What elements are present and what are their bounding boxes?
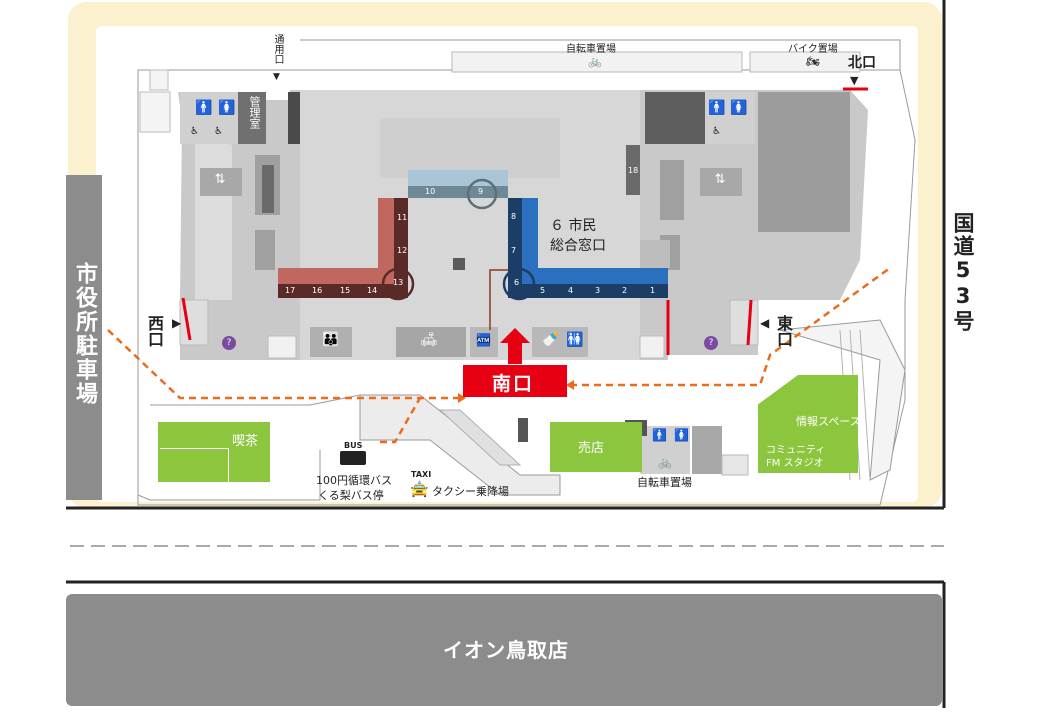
service-entrance-label: 通用口	[272, 34, 283, 64]
admin-room-label: 管理室	[248, 96, 261, 129]
admin-room-block	[238, 92, 266, 144]
west-exit-arrow-icon: ▶	[172, 316, 182, 330]
counter-number: 4	[568, 286, 574, 295]
counter-number: 13	[393, 278, 404, 287]
service-entrance-arrow-icon: ▼	[273, 72, 280, 82]
bicycle-icon: 🚲	[588, 55, 602, 68]
counter-number: 8	[511, 212, 517, 221]
citizen-counter-label-2: 総合窓口	[550, 238, 606, 254]
bicycle-parking-stripes-top	[451, 51, 743, 73]
restroom-icon: 🚹	[195, 100, 213, 116]
counter-number: 7	[511, 246, 517, 255]
motorbike-icon: 🏍	[806, 55, 820, 68]
counter-number: 9	[478, 187, 484, 196]
bus-icon	[340, 451, 366, 465]
restroom-icon: 🚺	[674, 428, 689, 442]
taxi-tag: TAXI	[411, 470, 432, 479]
national-road-label: 国道53号	[951, 212, 975, 333]
accessible-restroom-icon: ♿	[712, 126, 721, 137]
east-exit-arrow-icon: ◀	[760, 316, 770, 330]
counter-steel-path	[408, 170, 508, 210]
community-fm-label-2: FM スタジオ	[766, 458, 824, 469]
counter-number: 3	[595, 286, 601, 295]
taxi-icon: 🚖	[410, 480, 429, 498]
access-route	[107, 266, 891, 444]
counter-number: 11	[397, 213, 408, 222]
info-icon: ?	[222, 336, 236, 350]
north-exit-arrow-icon: ▼	[850, 74, 859, 87]
taxi-stand-label: タクシー乗降場	[432, 485, 509, 498]
elevator-icon: ⇅	[214, 172, 226, 187]
counter-blue-path	[502, 198, 668, 301]
restroom-icon: 🚻	[566, 332, 584, 348]
elevator-icon: ⇅	[714, 172, 726, 187]
community-fm-label-1: コミュニティ	[766, 445, 826, 456]
bus-stop-label-1: 100円循環バス	[316, 474, 392, 487]
counter-number: 6	[514, 278, 520, 287]
atm-icon: 🏧	[476, 333, 491, 347]
bicycle-icon: 🚲	[658, 456, 672, 469]
bus-stop-label-2: くる梨バス停	[318, 489, 384, 502]
nursing-room-icon: 🍼	[542, 332, 560, 348]
counter-number: 10	[425, 187, 436, 196]
restroom-icon: 🚹	[708, 100, 726, 116]
counter-number: 1	[650, 286, 656, 295]
restroom-icon: 🚺	[218, 100, 236, 116]
bike-parking-stripes	[749, 51, 861, 73]
cafe-area	[158, 422, 270, 482]
south-exit-arrow	[500, 328, 530, 364]
bus-tag: BUS	[344, 441, 363, 450]
counter-number: 15	[340, 286, 351, 295]
city-office-parking-block	[66, 175, 102, 500]
citizen-counter-label-1: ６ 市民	[550, 218, 597, 234]
counter-number: 2	[622, 286, 628, 295]
south-exit-sign	[463, 365, 567, 397]
restroom-icon: 🚺	[730, 100, 748, 116]
counter-number: 5	[540, 286, 546, 295]
info-space-label: 情報スペース	[796, 415, 861, 428]
counter-red-path	[278, 198, 415, 301]
sofa-icon: 🛋	[420, 332, 438, 348]
kids-area-icon: 👪	[322, 332, 340, 348]
route-arrow-left	[458, 393, 466, 403]
west-exit-label: 西口	[145, 315, 164, 347]
north-exit-label: 北口	[848, 55, 876, 71]
bicycle-parking-bottom-label: 自転車置場	[637, 476, 692, 489]
accessible-restroom-icon: ♿	[190, 126, 199, 137]
bike-parking-label: バイク置場	[788, 44, 838, 55]
counter-number: 16	[312, 286, 323, 295]
south-exit-label: 南口	[492, 373, 535, 395]
counter-number-side: 18	[628, 166, 639, 175]
accessible-restroom-icon: ♿	[214, 126, 223, 137]
counter-number: 12	[397, 246, 408, 255]
counter-number: 14	[367, 286, 378, 295]
route-arrow-right	[566, 380, 574, 390]
city-office-parking-label: 市役所駐車場	[72, 262, 97, 406]
counter-number: 17	[285, 286, 296, 295]
aeon-building	[66, 594, 942, 706]
info-icon: ?	[704, 336, 718, 350]
aeon-label: イオン鳥取店	[443, 638, 569, 662]
bicycle-parking-top-label: 自転車置場	[566, 44, 616, 55]
shop-area	[550, 422, 642, 472]
east-exit-label: 東口	[774, 315, 793, 347]
shop-label: 売店	[578, 441, 605, 456]
cafe-label: 喫茶	[232, 434, 259, 449]
restroom-icon: 🚹	[652, 428, 667, 442]
